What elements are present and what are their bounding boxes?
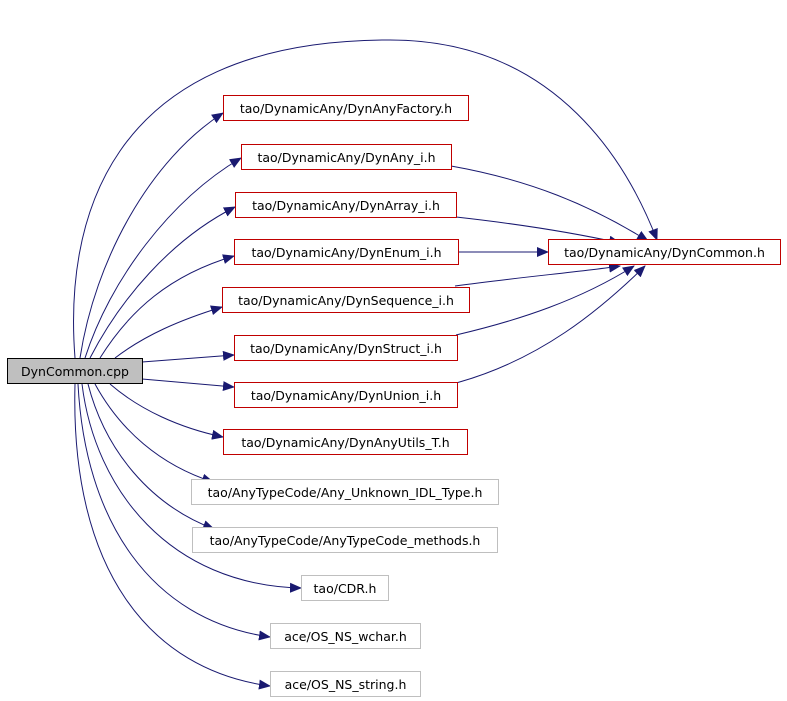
header-node-dyncommon-h[interactable]: tao/DynamicAny/DynCommon.h [548, 239, 781, 265]
edge-cpp-to-cdr-h [81, 383, 302, 593]
include-node-dynanyfactory-h[interactable]: tao/DynamicAny/DynAnyFactory.h [223, 95, 469, 121]
include-node-dynanyutils-t-h[interactable]: tao/DynamicAny/DynAnyUtils_T.h [223, 429, 468, 455]
edge-cpp-to-dynstruct-i-h [141, 350, 235, 363]
edge-cpp-to-os-ns-wchar-h [77, 383, 271, 641]
edge-dynsequence-i-h-to-dyncommon-h [454, 262, 621, 287]
include-node-os-ns-string-h[interactable]: ace/OS_NS_string.h [270, 671, 421, 697]
edge-cpp-to-dynanyutils-t-h [109, 383, 224, 440]
include-node-anytypecode-methods-h[interactable]: tao/AnyTypeCode/AnyTypeCode_methods.h [192, 527, 498, 553]
source-node-dyncommon-cpp[interactable]: DynCommon.cpp [7, 358, 143, 384]
edge-cpp-to-dynarray-i-h [89, 206, 236, 359]
edge-cpp-to-dynenum-i-h [99, 254, 235, 359]
edge-cpp-to-dynunion-i-h [141, 378, 235, 392]
include-node-os-ns-wchar-h[interactable]: ace/OS_NS_wchar.h [270, 623, 421, 649]
edge-cpp-to-dyncommon-h [73, 39, 658, 359]
include-node-dynenum-i-h[interactable]: tao/DynamicAny/DynEnum_i.h [234, 239, 459, 265]
edge-cpp-to-os-ns-string-h [74, 383, 271, 690]
edge-dynstruct-i-h-to-dyncommon-h [455, 265, 635, 336]
include-node-dynstruct-i-h[interactable]: tao/DynamicAny/DynStruct_i.h [234, 335, 458, 361]
edge-cpp-to-anytypecode-methods-h [87, 383, 215, 530]
edge-cpp-to-dynany-i-h [84, 157, 242, 359]
include-node-dynunion-i-h[interactable]: tao/DynamicAny/DynUnion_i.h [234, 382, 458, 408]
include-node-dynsequence-i-h[interactable]: tao/DynamicAny/DynSequence_i.h [222, 287, 470, 313]
edge-dynany-i-h-to-dyncommon-h [450, 165, 649, 242]
edge-cpp-to-dynsequence-i-h [114, 305, 223, 359]
include-node-dynany-i-h[interactable]: tao/DynamicAny/DynAny_i.h [241, 144, 452, 170]
edge-cpp-to-any-unknown-idl-type-h [94, 383, 214, 484]
include-node-dynarray-i-h[interactable]: tao/DynamicAny/DynArray_i.h [235, 192, 457, 218]
include-node-any-unknown-idl-type-h[interactable]: tao/AnyTypeCode/Any_Unknown_IDL_Type.h [191, 479, 499, 505]
include-node-cdr-h[interactable]: tao/CDR.h [301, 575, 389, 601]
edge-cpp-to-dynanyfactory-h [79, 112, 224, 359]
edge-dynunion-i-h-to-dyncommon-h [455, 265, 646, 384]
